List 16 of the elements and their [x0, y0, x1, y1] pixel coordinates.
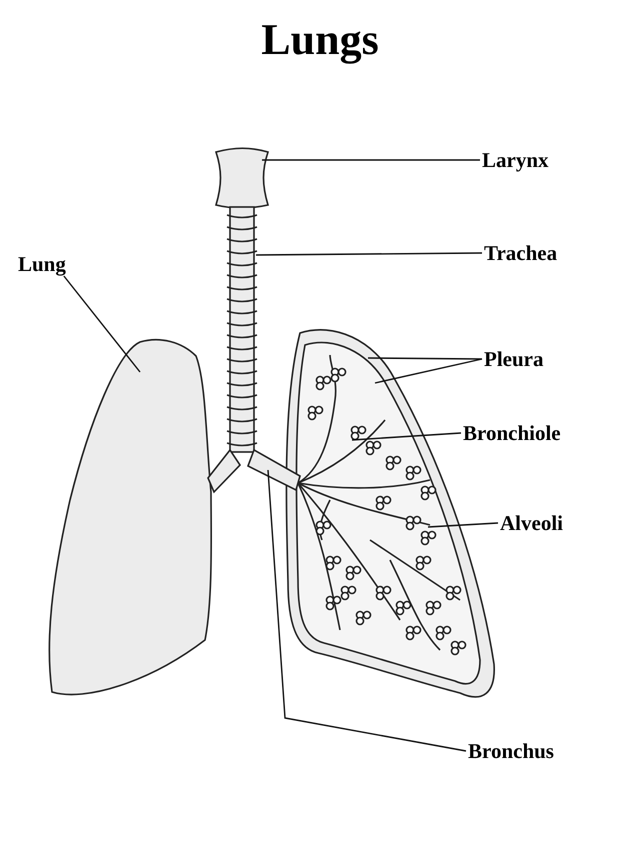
leader-line [267, 470, 466, 752]
part-label: Bronchiole [463, 421, 561, 445]
title: Lungs [260, 14, 380, 65]
part-label: Pleura [484, 347, 544, 371]
leader-line [63, 276, 141, 372]
leader-line [352, 432, 462, 441]
leader-line [256, 252, 482, 256]
part-label: Larynx [482, 148, 549, 172]
part-label: Lung [18, 252, 66, 276]
leader-line [262, 159, 480, 161]
leader-line [428, 522, 498, 528]
part-label: Alveoli [500, 511, 563, 535]
leader-line [374, 358, 482, 384]
leader-line [368, 357, 482, 360]
part-label: Trachea [484, 241, 558, 265]
part-label: Bronchus [468, 739, 554, 763]
